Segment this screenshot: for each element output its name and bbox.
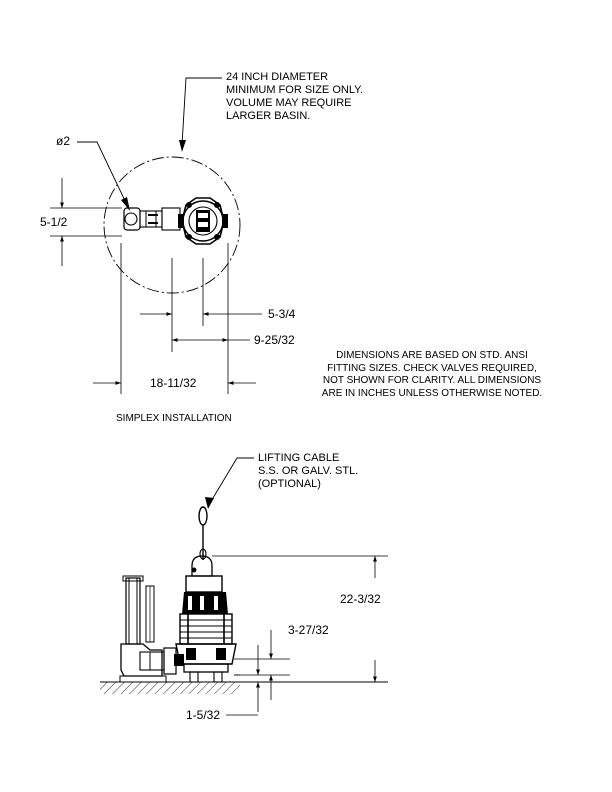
- side-view: [100, 457, 388, 716]
- general-note-line-1: DIMENSIONS ARE BASED ON STD. ANSI: [336, 350, 528, 361]
- discharge-fitting-top: [123, 207, 181, 231]
- dim-b-label: 9-25/32: [254, 333, 295, 347]
- cable-note-line-1: LIFTING CABLE: [258, 452, 340, 464]
- basin-note-line-1: 24 INCH DIAMETER: [226, 71, 329, 83]
- basin-note-line-3: VOLUME MAY REQUIRE: [226, 97, 352, 109]
- dim-discharge-label: 3-27/32: [288, 623, 329, 637]
- basin-leader: [181, 77, 222, 146]
- general-note-line-4: ARE IN INCHES UNLESS OTHERWISE NOTED.: [321, 387, 543, 399]
- cable-leader: [209, 457, 254, 504]
- discharge-pipe-side: [119, 575, 177, 683]
- basin-note: 24 INCH DIAMETER MINIMUM FOR SIZE ONLY. …: [226, 71, 363, 123]
- dim-height-label: 5-1/2: [40, 215, 68, 229]
- pipe-diameter-label: ø2: [56, 134, 71, 148]
- top-view-caption: SIMPLEX INSTALLATION: [116, 413, 232, 424]
- cable-note-line-2: S.S. OR GALV. STL.: [258, 465, 359, 477]
- general-note-line-2: FITTING SIZES. CHECK VALVES REQUIRED,: [327, 362, 537, 374]
- pipe-leader: [77, 141, 129, 208]
- general-note: DIMENSIONS ARE BASED ON STD. ANSI FITTIN…: [316, 350, 548, 400]
- basin-note-line-2: MINIMUM FOR SIZE ONLY.: [226, 84, 364, 96]
- general-note-line-3: NOT SHOWN FOR CLARITY. ALL DIMENSIONS: [322, 375, 542, 387]
- pump-side: [174, 555, 237, 683]
- basin-note-line-4: LARGER BASIN.: [226, 110, 311, 122]
- cable-note-line-3: (OPTIONAL): [258, 478, 321, 490]
- dim-base-label: 1-5/32: [186, 708, 221, 722]
- dim-c-label: 18-11/32: [150, 376, 197, 390]
- ground-hatch: [100, 682, 240, 694]
- dim-overall-label: 22-3/32: [340, 592, 381, 606]
- cable-note: LIFTING CABLE S.S. OR GALV. STL. (OPTION…: [258, 452, 358, 491]
- lifting-cable: [198, 506, 208, 560]
- pump-top: [178, 197, 228, 245]
- top-view: [50, 77, 262, 394]
- dim-a-label: 5-3/4: [268, 307, 296, 321]
